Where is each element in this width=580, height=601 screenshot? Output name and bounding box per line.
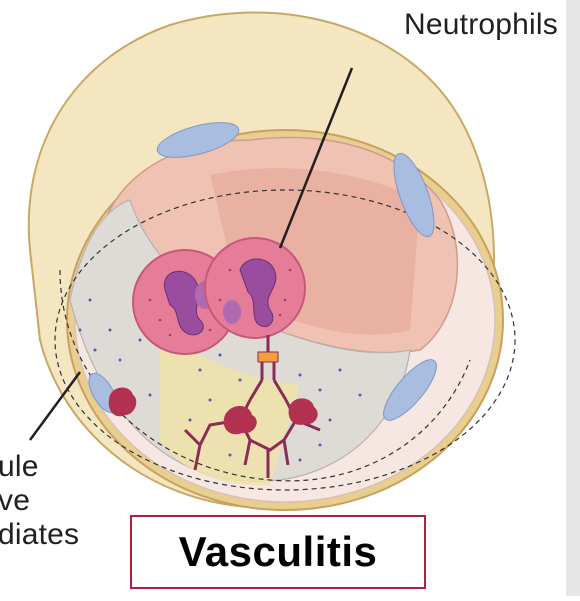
- diagram-title: Vasculitis: [179, 528, 378, 576]
- scrollbar[interactable]: [566, 0, 580, 596]
- neutrophils-label: Neutrophils: [404, 8, 558, 42]
- antibody-fc: [258, 352, 278, 362]
- neutrophil-cell: [205, 238, 305, 338]
- left-label-line-2: ve: [0, 484, 79, 518]
- left-label-line-3: diates: [0, 518, 79, 552]
- title-box: Vasculitis: [130, 515, 426, 589]
- left-label-line-1: ule: [0, 450, 79, 484]
- vessel-illustration: [0, 0, 566, 596]
- left-label: ule ve diates: [0, 450, 79, 552]
